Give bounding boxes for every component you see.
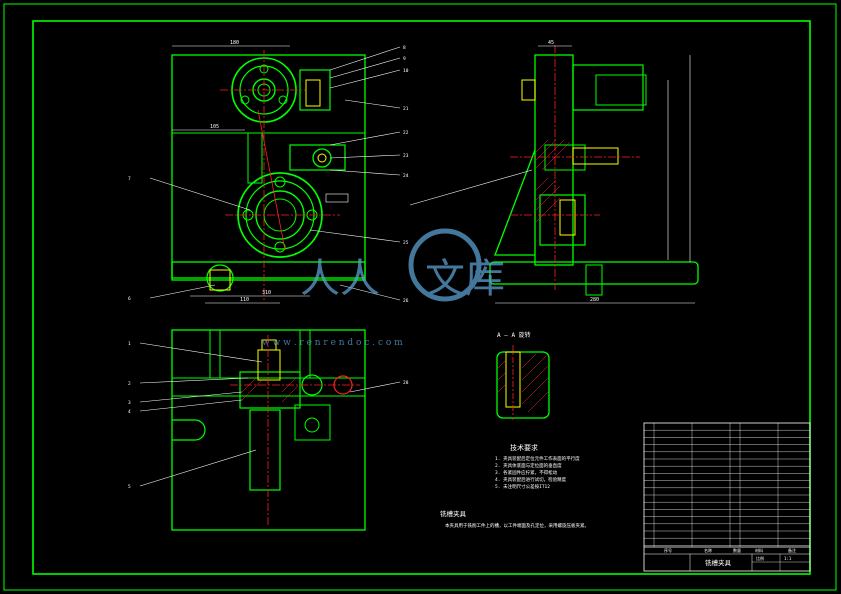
svg-text:180: 180 bbox=[230, 40, 239, 46]
bom-header-seq: 序号 bbox=[664, 547, 672, 553]
callout-labels: 8 9 10 21 22 23 24 25 26 7 6 1 2 3 4 5 2… bbox=[128, 45, 409, 490]
watermark-text-left: 人人 bbox=[300, 256, 380, 302]
bom-header-name: 名称 bbox=[704, 547, 712, 553]
bom-header-qty: 数量 bbox=[733, 547, 741, 553]
front-view: 180 105 310 110 bbox=[149, 40, 401, 304]
callout-number: 4 bbox=[128, 409, 131, 415]
svg-text:280: 280 bbox=[590, 297, 599, 303]
watermark-url: w w w . r e n r e n d o c . c o m bbox=[262, 338, 403, 348]
callout-number: 21 bbox=[403, 106, 409, 112]
inner-frame bbox=[32, 20, 811, 575]
watermark: 人人 文库 w w w . r e n r e n d o c . c o m bbox=[262, 228, 505, 348]
callout-number: 25 bbox=[403, 240, 409, 246]
callout-number: 10 bbox=[403, 68, 409, 74]
outer-frame bbox=[3, 3, 837, 591]
section-label: A — A 旋转 bbox=[497, 331, 531, 339]
callout-number: 3 bbox=[128, 400, 131, 406]
svg-text:105: 105 bbox=[210, 124, 219, 130]
callout-number: 22 bbox=[403, 130, 409, 136]
fixture-note-text: 本夹具用于铣削工件上的槽，以工件端面及孔定位，采用螺旋压板夹紧。 bbox=[445, 522, 589, 529]
svg-text:45: 45 bbox=[548, 40, 554, 46]
bom-header-remark: 备注 bbox=[788, 547, 796, 553]
svg-text:310: 310 bbox=[262, 290, 271, 296]
callout-number: 28 bbox=[403, 380, 409, 386]
tech-item: 5. 未注明尺寸公差按IT12 bbox=[495, 483, 550, 490]
callout-number: 6 bbox=[128, 296, 131, 302]
callout-number: 23 bbox=[403, 153, 409, 159]
top-view bbox=[139, 329, 401, 531]
tech-item: 1. 夹具装配后定位元件工作表面的平行度 bbox=[495, 455, 580, 462]
callout-number: 2 bbox=[128, 381, 131, 387]
callout-number: 26 bbox=[403, 298, 409, 304]
watermark-text-right: 文库 bbox=[425, 256, 505, 302]
bom-header-material: 材料 bbox=[755, 547, 763, 553]
fixture-note-title: 铣槽夹具 bbox=[440, 509, 467, 518]
drawing-name: 铣槽夹具 bbox=[705, 558, 732, 567]
title-block: 序号 名称 数量 材料 备注 铣槽夹具 比例 1:1 bbox=[643, 422, 811, 572]
tech-requirements: 技术要求 1. 夹具装配后定位元件工作表面的平行度 2. 夹具体底面与定位面的垂… bbox=[440, 443, 589, 529]
callout-number: 8 bbox=[403, 45, 406, 51]
callout-number: 5 bbox=[128, 484, 131, 490]
callout-number: 7 bbox=[128, 176, 131, 182]
tech-item: 4. 夹具装配后进行试切，检验精度 bbox=[495, 476, 567, 483]
tech-item: 3. 各紧固件应拧紧，不得松动 bbox=[495, 469, 558, 476]
callout-number: 9 bbox=[403, 56, 406, 62]
watermark-logo-icon bbox=[408, 228, 482, 302]
section-view: A — A 旋转 bbox=[496, 331, 550, 420]
tech-title: 技术要求 bbox=[510, 443, 538, 452]
callout-number: 24 bbox=[403, 173, 409, 179]
svg-text:110: 110 bbox=[240, 297, 249, 303]
scale-value: 1:1 bbox=[784, 556, 792, 561]
scale-label: 比例 bbox=[756, 555, 764, 561]
tech-item: 2. 夹具体底面与定位面的垂直度 bbox=[495, 462, 562, 469]
side-view: 45 280 bbox=[409, 40, 699, 304]
callout-number: 1 bbox=[128, 341, 131, 347]
